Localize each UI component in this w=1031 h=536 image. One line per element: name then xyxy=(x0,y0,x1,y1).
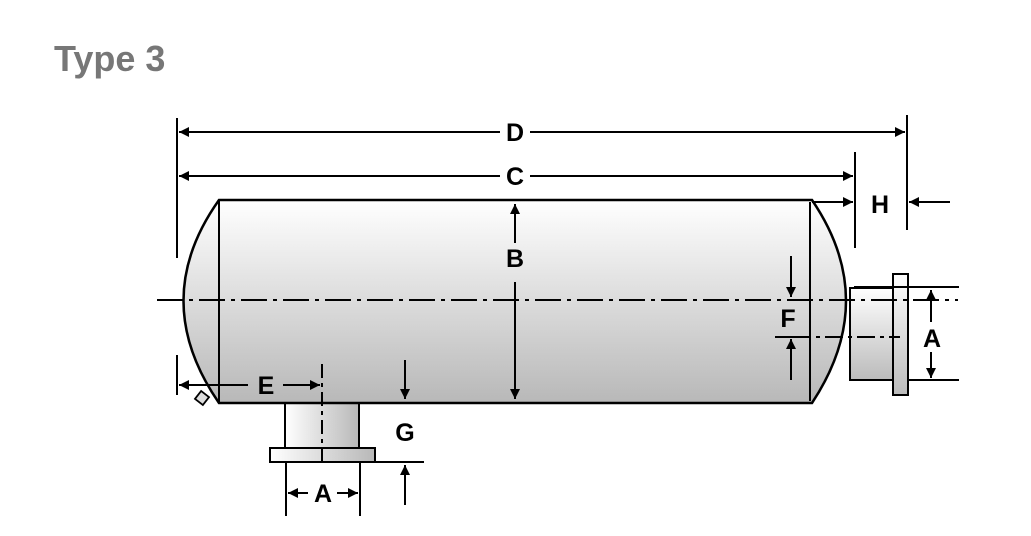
diagram-title: Type 3 xyxy=(54,38,166,79)
label-C: C xyxy=(506,163,524,191)
label-F: F xyxy=(780,305,795,333)
label-E: E xyxy=(258,372,275,400)
label-A-right: A xyxy=(923,325,941,353)
centerlines xyxy=(157,299,958,466)
drain-nozzle xyxy=(193,389,211,407)
right-nozzle xyxy=(849,273,909,396)
label-A-bottom: A xyxy=(314,480,332,508)
label-B: B xyxy=(506,245,524,273)
dimension-lines xyxy=(176,115,959,516)
label-G: G xyxy=(395,419,414,447)
label-D: D xyxy=(506,119,524,147)
label-H: H xyxy=(871,191,889,219)
